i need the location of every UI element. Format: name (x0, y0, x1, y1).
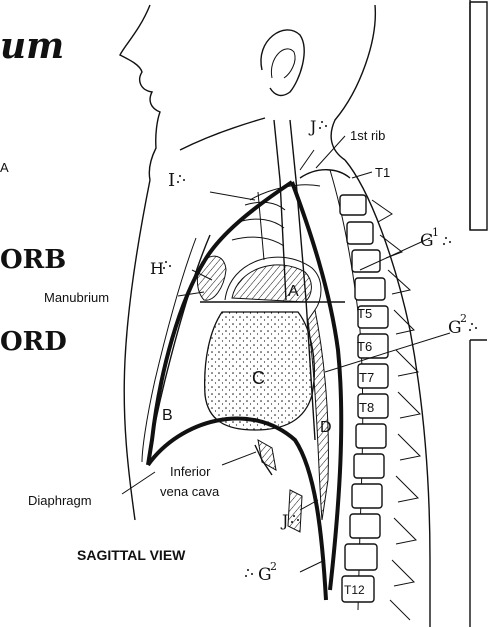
label-t5: T5 (357, 306, 372, 321)
marker-i: I (168, 170, 175, 191)
posterior-mediastinum-hatch (308, 310, 328, 520)
region-a: A (288, 283, 299, 300)
label-manubrium: Manubrium (44, 290, 109, 305)
head-profile-outline (120, 5, 160, 180)
region-c: C (252, 368, 265, 388)
ear-inner (271, 49, 295, 78)
label-t12: T12 (344, 583, 365, 597)
label-vena-cava: vena cava (160, 484, 220, 499)
left-or-d: ORD (0, 327, 67, 357)
costal-cartilages (232, 192, 285, 260)
region-d: D (320, 419, 332, 436)
vertebral-column (340, 195, 388, 602)
first-rib (300, 170, 350, 178)
ear-outline (261, 30, 304, 96)
marker-g2-bottom-sup: 2 (270, 560, 277, 573)
ivc-segment (258, 440, 276, 470)
lower-right-answer-box (470, 340, 487, 627)
marker-j-bottom: J (280, 511, 288, 530)
title-fragment: um (0, 25, 64, 67)
label-diaphragm: Diaphragm (28, 493, 92, 508)
clavicle (250, 185, 320, 200)
left-or-b: ORB (0, 245, 66, 275)
label-t1: T1 (375, 165, 390, 180)
left-letter-a: A (0, 160, 9, 175)
label-t8: T8 (359, 400, 374, 415)
aortic-arch-hatch (232, 265, 311, 302)
label-t6: T6 (357, 339, 372, 354)
upper-right-answer-box (470, 2, 487, 230)
marker-g1-sup: 1 (432, 226, 439, 239)
chin-neck-line (180, 118, 265, 150)
region-b: B (162, 407, 173, 424)
label-inferior: Inferior (170, 464, 211, 479)
marker-g2-right-sup: 2 (460, 312, 467, 325)
view-title: SAGITTAL VIEW (77, 547, 186, 563)
label-first-rib: 1st rib (350, 128, 385, 143)
anterior-chest-wall (124, 180, 150, 520)
lower-vessels (288, 490, 302, 532)
marker-h: H (150, 259, 164, 278)
manubrium-shape (197, 256, 226, 300)
marker-j-top: J (308, 117, 316, 136)
label-t7: T7 (359, 370, 374, 385)
